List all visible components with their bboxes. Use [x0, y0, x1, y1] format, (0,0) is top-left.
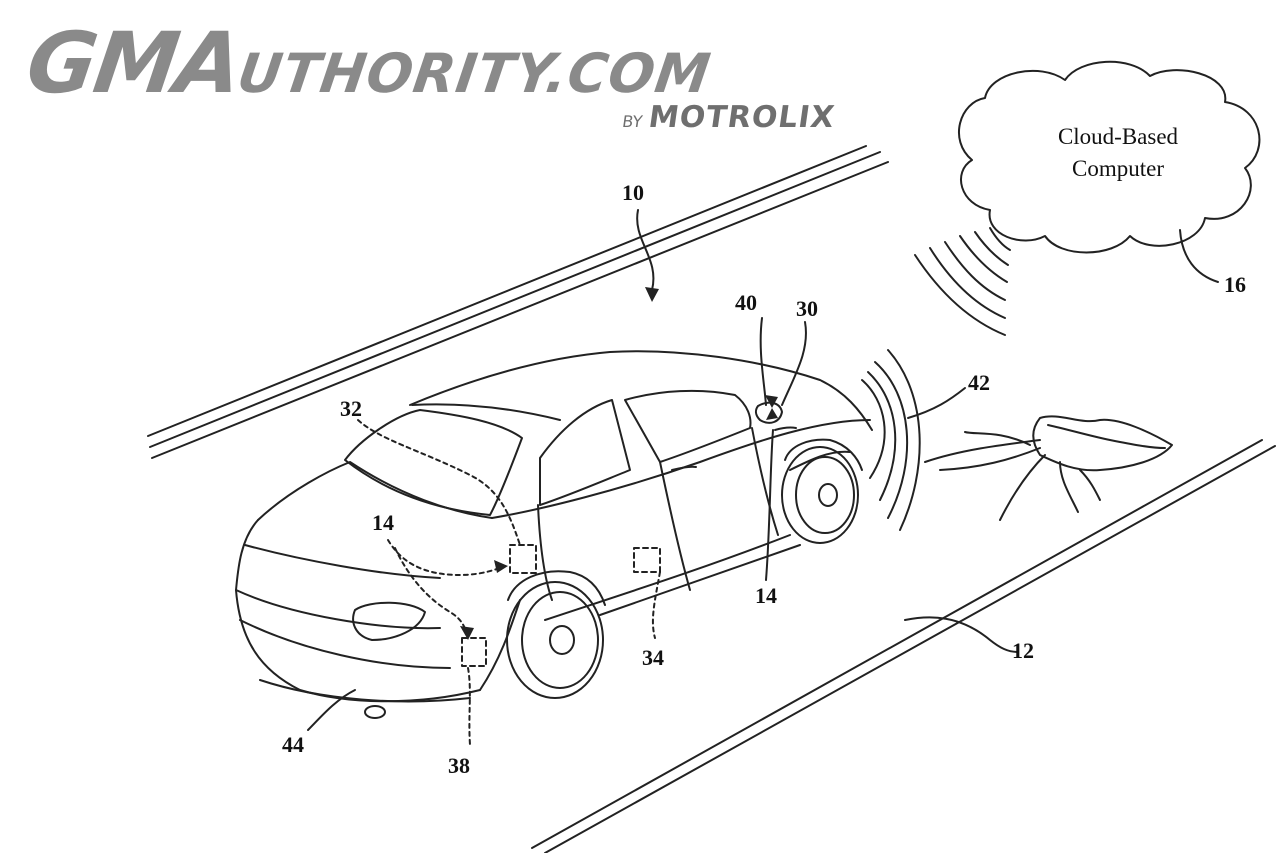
cloud-signal-waves — [914, 227, 1011, 336]
cloud-label-line2: Computer — [1072, 156, 1164, 181]
ref-42: 42 — [968, 370, 990, 395]
ref-38: 38 — [448, 753, 470, 778]
sensor-module-38 — [461, 637, 487, 667]
pothole — [924, 415, 1173, 521]
sensor-module-34 — [633, 547, 661, 573]
ref-30: 30 — [796, 296, 818, 321]
leader-lines — [307, 209, 1219, 746]
ref-12: 12 — [1012, 638, 1034, 663]
ref-44: 44 — [282, 732, 304, 757]
cloud-shape — [958, 60, 1261, 254]
ref-14-side: 14 — [755, 583, 777, 608]
cloud-label-line1: Cloud-Based — [1058, 124, 1179, 149]
ref-32: 32 — [340, 396, 362, 421]
ref-40: 40 — [735, 290, 757, 315]
vehicle — [235, 350, 873, 719]
road-lower-edge — [531, 439, 1276, 853]
sensor-module-32 — [509, 544, 537, 574]
ref-14-rear: 14 — [372, 510, 394, 535]
ref-34: 34 — [642, 645, 664, 670]
arrow-heads — [460, 287, 778, 640]
road-upper-edge — [147, 145, 889, 459]
rear-wheel — [506, 570, 606, 699]
ref-16: 16 — [1224, 272, 1246, 297]
vehicle-signal-waves — [861, 349, 921, 531]
ref-10: 10 — [622, 180, 644, 205]
front-wheel — [781, 438, 863, 544]
